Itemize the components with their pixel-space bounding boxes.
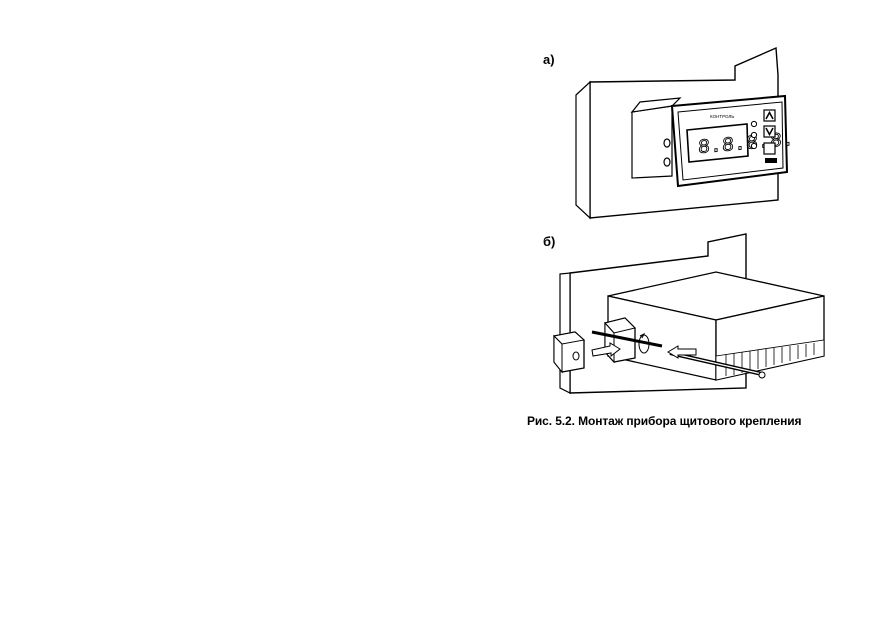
right-arrow-icon xyxy=(591,342,621,358)
status-led-3 xyxy=(750,142,758,150)
clamp-hole xyxy=(572,351,580,361)
clamp-screw xyxy=(591,330,663,348)
indicator-label: КОНТРОЛЬ xyxy=(710,114,734,119)
subfigure-label-a: а) xyxy=(543,52,555,67)
down-arrow-icon xyxy=(765,127,774,137)
housing-hole-top xyxy=(663,138,671,148)
subfigure-label-b: б) xyxy=(543,234,556,249)
prog-button xyxy=(763,142,776,155)
figure-caption: Рис. 5.2. Монтаж прибора щитового крепле… xyxy=(527,414,802,428)
housing-hole-bottom xyxy=(663,157,671,167)
mounting-clamps-illustration xyxy=(552,233,825,394)
down-button xyxy=(763,125,776,138)
brand-logo-mark xyxy=(765,158,777,163)
led-display xyxy=(686,123,749,163)
status-led-2 xyxy=(750,131,758,139)
panel-mounted-device-illustration: КОНТРОЛЬ 8.8.8.8. xyxy=(575,46,794,220)
screwdriver-tip xyxy=(758,371,766,379)
up-arrow-icon xyxy=(765,110,774,120)
left-arrow-icon xyxy=(667,345,697,359)
panel-edge xyxy=(575,80,591,220)
up-button xyxy=(763,109,776,122)
status-led-1 xyxy=(750,120,758,128)
